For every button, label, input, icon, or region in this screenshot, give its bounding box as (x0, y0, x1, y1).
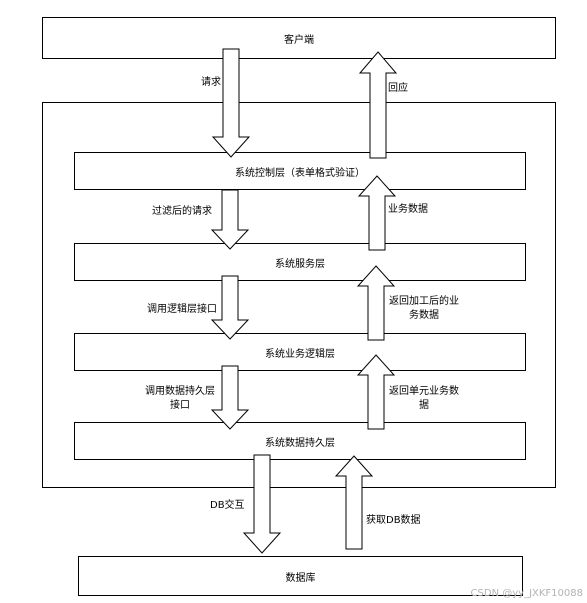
client-label: 客户端 (284, 34, 314, 46)
persistence-layer-box: 系统数据持久层 (74, 422, 526, 460)
service-layer-box: 系统服务层 (74, 243, 526, 281)
client-box: 客户端 (42, 17, 556, 59)
request-label: 请求 (201, 77, 221, 88)
controller-layer-label: 系统控制层（表单格式验证） (235, 167, 365, 179)
fetch-db-up-arrow (334, 455, 374, 550)
filtered-request-down-arrow (210, 189, 250, 250)
business-logic-layer-label: 系统业务逻辑层 (265, 348, 335, 360)
call-persistence-down-arrow (210, 365, 250, 430)
response-up-arrow (358, 51, 398, 159)
processed-data-up-arrow (356, 265, 396, 341)
business-data-up-arrow (357, 175, 397, 251)
business-data-label: 业务数据 (388, 204, 428, 215)
unit-data-up-arrow (356, 354, 396, 430)
request-down-arrow (211, 48, 251, 158)
processed-business-data-text: 返回加工后的业务数据 (389, 296, 459, 321)
unit-business-data-text: 返回单元业务数据 (389, 386, 459, 411)
controller-layer-box: 系统控制层（表单格式验证） (74, 152, 526, 190)
call-persistence-interface-text: 调用数据持久层接口 (145, 386, 215, 411)
fetch-db-data-label: 获取DB数据 (366, 515, 421, 526)
business-logic-layer-box: 系统业务逻辑层 (74, 333, 526, 371)
service-layer-label: 系统服务层 (275, 258, 325, 270)
response-label: 回应 (388, 83, 408, 94)
unit-business-data-label: 返回单元业务数据 (389, 385, 459, 413)
call-persistence-interface-label: 调用数据持久层接口 (145, 385, 215, 413)
filtered-request-label: 过滤后的请求 (152, 206, 212, 217)
db-interaction-down-arrow (242, 454, 282, 554)
database-label: 数据库 (285, 572, 316, 584)
database-box: 数据库 (78, 556, 523, 596)
db-interaction-label: DB交互 (210, 500, 245, 511)
persistence-layer-label: 系统数据持久层 (265, 437, 335, 449)
call-logic-down-arrow (210, 275, 250, 340)
call-logic-interface-label: 调用逻辑层接口 (147, 304, 217, 315)
processed-business-data-label: 返回加工后的业务数据 (389, 295, 459, 323)
watermark: CSDN @yy_JXKF10088 (470, 588, 583, 599)
